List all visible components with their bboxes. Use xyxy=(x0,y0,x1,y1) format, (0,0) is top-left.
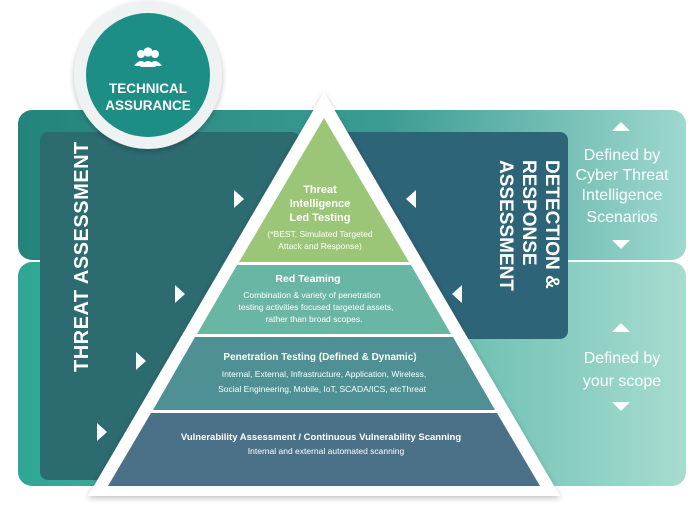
tier-pentest-title: Penetration Testing (Defined & Dynamic) xyxy=(223,352,416,363)
pyramid-tier-red-teaming xyxy=(197,265,451,334)
detection-line1: DETECTION & xyxy=(541,160,562,289)
tier-til-line5: Attack and Response) xyxy=(278,241,362,251)
scope-note-line1: Defined by xyxy=(584,350,661,367)
cti-note-line4: Scenarios xyxy=(586,209,657,226)
arrow-left-icon xyxy=(406,190,416,208)
down-arrow-icon xyxy=(612,402,630,411)
cti-note-line3: Intelligence xyxy=(582,187,663,204)
tier-vuln-line1: Internal and external automated scanning xyxy=(248,446,405,456)
tier-red-teaming-line3: rather than broad scopes. xyxy=(266,314,363,324)
people-group-icon xyxy=(134,47,162,67)
detection-response-label: DETECTION & RESPONSE ASSESSMENT xyxy=(495,160,562,291)
scope-note: Defined by your scope xyxy=(583,350,661,390)
technical-assurance-badge: TECHNICAL ASSURANCE xyxy=(74,1,222,149)
badge-line2: ASSURANCE xyxy=(105,98,191,113)
tier-til-line1: Threat xyxy=(303,184,337,196)
arrow-right-icon xyxy=(136,352,146,370)
cti-note: Defined by Cyber Threat Intelligence Sce… xyxy=(575,147,669,226)
badge-line1: TECHNICAL xyxy=(109,81,187,96)
detection-line3: ASSESSMENT xyxy=(495,160,516,291)
tier-red-teaming-line1: Combination & variety of penetration xyxy=(243,290,381,300)
tier-til-line2: Intelligence xyxy=(290,198,351,210)
tier-pentest-line1: Internal, External, Infrastructure, Appl… xyxy=(222,369,427,379)
tier-til-text: Threat Intelligence Led Testing (*BEST, … xyxy=(267,184,372,251)
detection-line2: RESPONSE xyxy=(518,160,539,266)
tier-til-line3: Led Testing xyxy=(290,212,351,224)
tier-red-teaming-line2: testing activities focused targeted asse… xyxy=(239,302,394,312)
pyramid-tier-vuln xyxy=(108,413,540,486)
arrow-right-icon xyxy=(175,285,185,303)
pyramid-tier-pentest xyxy=(153,337,495,410)
down-arrow-icon xyxy=(612,240,630,249)
tier-red-teaming-title: Red Teaming xyxy=(275,273,340,285)
scope-note-line2: your scope xyxy=(583,373,661,390)
tier-red-teaming-text: Red Teaming Combination & variety of pen… xyxy=(239,273,394,324)
tier-pentest-line2: Social Engineering, Mobile, IoT, SCADA/I… xyxy=(218,384,427,394)
cti-note-line1: Defined by xyxy=(584,147,661,164)
arrow-right-icon xyxy=(234,190,244,208)
tier-pentest-text: Penetration Testing (Defined & Dynamic) … xyxy=(218,352,427,394)
arrow-left-icon xyxy=(452,285,462,303)
cti-note-line2: Cyber Threat xyxy=(575,167,669,184)
arrow-right-icon xyxy=(97,423,107,441)
up-arrow-icon xyxy=(612,323,630,332)
tier-til-line4: (*BEST, Simulated Targeted xyxy=(267,229,372,239)
pyramid-tier-til xyxy=(239,118,409,262)
tier-vuln-text: Vulnerability Assessment / Continuous Vu… xyxy=(181,432,461,456)
tier-vuln-title: Vulnerability Assessment / Continuous Vu… xyxy=(181,432,461,443)
threat-assessment-label: THREAT ASSESSMENT xyxy=(71,141,93,372)
up-arrow-icon xyxy=(612,122,630,131)
